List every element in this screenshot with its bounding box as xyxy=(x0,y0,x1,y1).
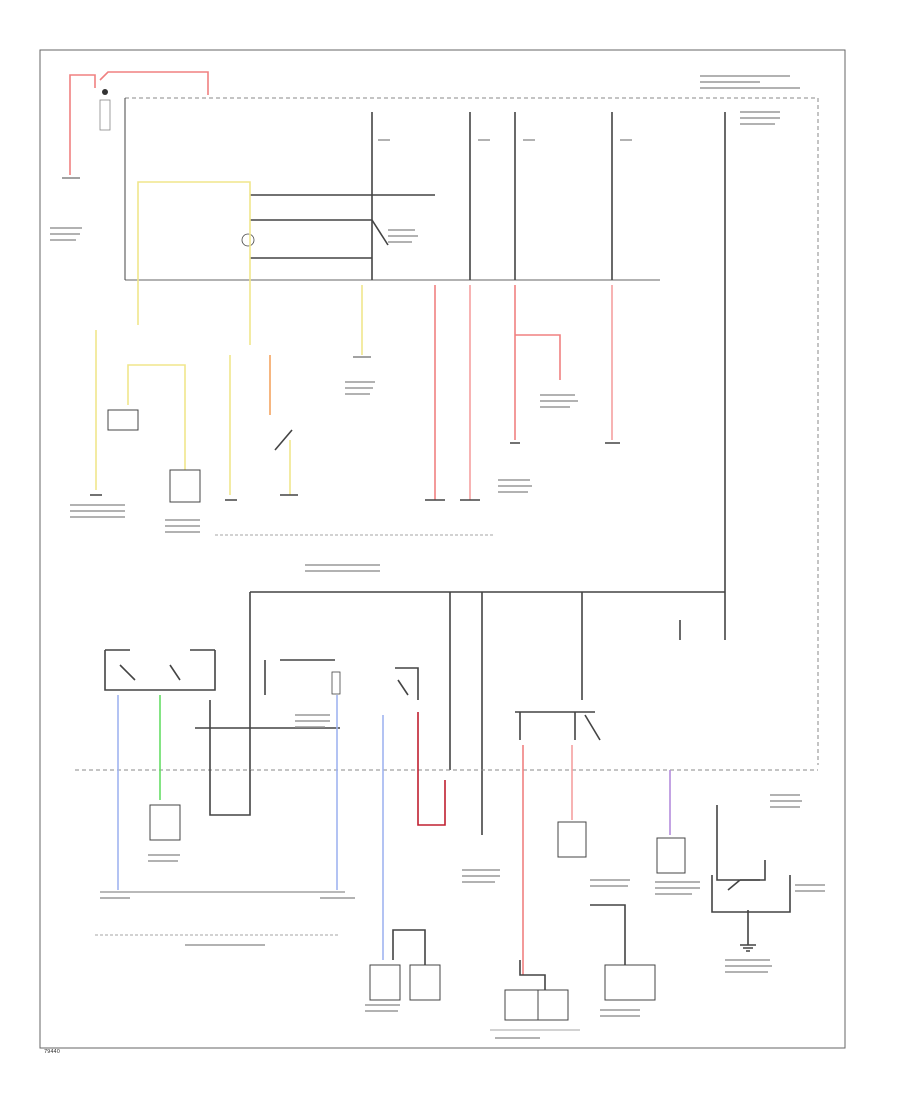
module-box-4 xyxy=(656,837,686,874)
ground-5 xyxy=(90,494,298,501)
black-wire-center xyxy=(519,960,546,990)
figure-id: 79440 xyxy=(44,1049,60,1055)
switch-relay-2 xyxy=(395,667,419,700)
left-fuse-block xyxy=(107,409,139,431)
relay-3-switch xyxy=(584,714,601,741)
black-wire-loop xyxy=(195,700,340,816)
switch-contact xyxy=(274,429,293,451)
module-box-7 xyxy=(409,964,441,1001)
module-box-3 xyxy=(557,821,587,858)
label-marks xyxy=(50,75,825,1039)
black-wire-bottom xyxy=(392,929,426,965)
relay-switches xyxy=(119,664,181,681)
battery-terminal xyxy=(102,89,108,95)
mid-module-wires xyxy=(264,659,335,695)
relay-coil xyxy=(241,233,255,247)
right-switch-frame xyxy=(711,875,791,913)
red-branch xyxy=(515,334,561,380)
underhood-fuse-box-outline xyxy=(125,97,819,765)
relay-3-frame xyxy=(515,711,595,740)
relay-switch xyxy=(371,219,389,246)
mid-module-fuse xyxy=(331,671,341,695)
relay-bus xyxy=(250,170,435,280)
module-box-8 xyxy=(504,989,541,1021)
right-switch-wires xyxy=(716,805,766,945)
module-box-1 xyxy=(169,469,201,503)
yellow-wire-1 xyxy=(137,181,251,345)
dark-red-wire xyxy=(417,712,446,826)
ground-3 xyxy=(740,944,756,952)
module-box-9 xyxy=(537,989,569,1021)
wire-to-module-5 xyxy=(590,904,626,965)
module-box-5 xyxy=(604,964,656,1001)
module-box-2 xyxy=(149,804,181,841)
orange-yellow-wire xyxy=(127,364,186,470)
diagram-frame xyxy=(39,49,846,1049)
battery-cable-wire xyxy=(99,71,209,95)
fuse-link xyxy=(99,99,111,131)
relay-box-left xyxy=(104,649,216,691)
battery-feed-wire xyxy=(69,74,96,175)
module-box-6 xyxy=(369,964,401,1001)
ground-2 xyxy=(425,442,620,501)
